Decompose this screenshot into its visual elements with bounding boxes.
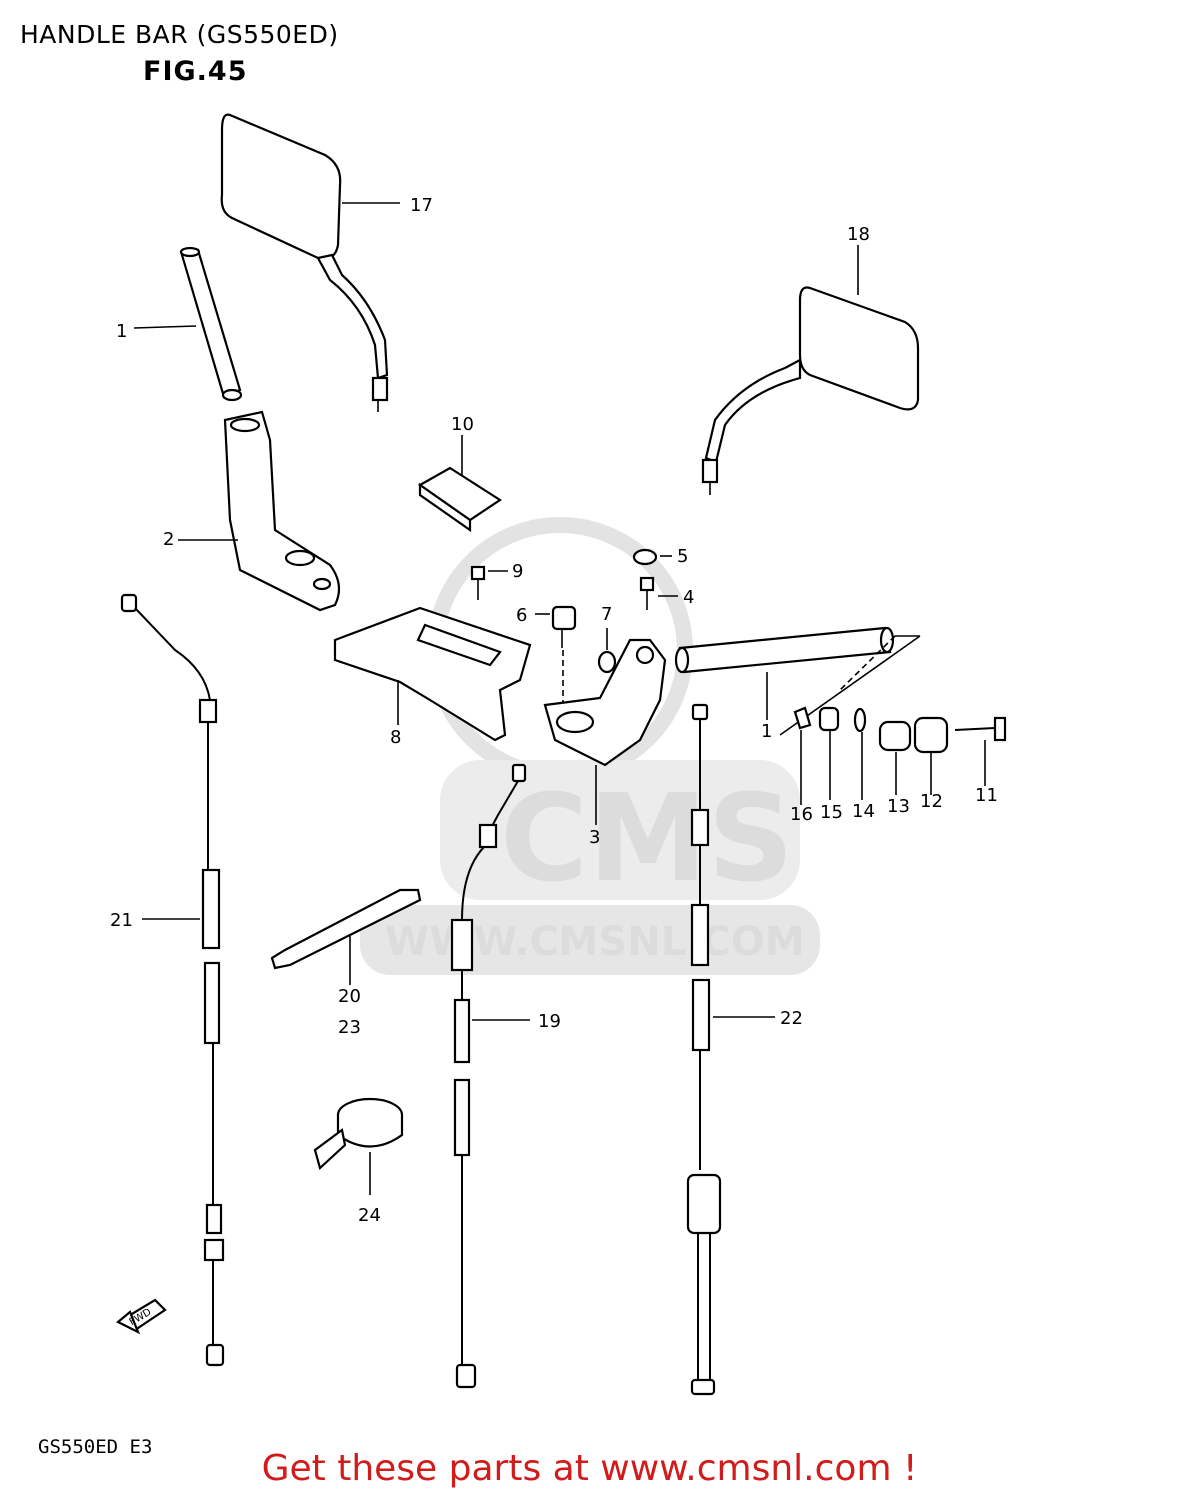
top-bracket	[333, 606, 532, 742]
mirror-left	[220, 113, 400, 412]
cms-watermark: CMS WWW.CMSNL.COM	[360, 517, 820, 975]
cable-22	[686, 703, 775, 1396]
label-part-22: 22	[780, 1008, 803, 1029]
strap	[270, 888, 422, 985]
bar-end-assembly	[793, 706, 1007, 805]
cable-19	[450, 763, 530, 1389]
label-part-6: 6	[516, 605, 527, 626]
label-part-1-right: 1	[761, 721, 772, 742]
label-part-11: 11	[975, 785, 998, 806]
label-part-17: 17	[410, 195, 433, 216]
label-part-8: 8	[390, 727, 401, 748]
label-part-18: 18	[847, 224, 870, 245]
footer-link[interactable]: Get these parts at www.cmsnl.com !	[261, 1448, 918, 1489]
watermark-url: WWW.CMSNL.COM	[385, 919, 805, 965]
model-code: GS550ED E3	[38, 1436, 153, 1458]
label-part-24: 24	[358, 1205, 381, 1226]
label-part-2: 2	[163, 529, 174, 550]
label-part-1-left: 1	[116, 321, 127, 342]
label-part-19: 19	[538, 1011, 561, 1032]
handlebar-riser	[178, 410, 341, 612]
label-part-9: 9	[512, 561, 523, 582]
label-part-14: 14	[852, 801, 875, 822]
emblem	[417, 435, 503, 533]
label-part-3: 3	[589, 827, 600, 848]
figure-number: FIG.45	[143, 56, 248, 87]
small-hardware	[470, 548, 678, 712]
label-part-5: 5	[677, 546, 688, 567]
clamp-bracket	[543, 638, 667, 825]
label-part-15: 15	[820, 802, 843, 823]
label-part-21: 21	[110, 910, 133, 931]
cable-21	[120, 593, 225, 1367]
part-labels: 17 18 1 10 2 5 9 4 6 7 8 1 11 12 13 14 1…	[110, 195, 998, 1226]
label-part-23: 23	[338, 1017, 361, 1038]
label-part-7: 7	[601, 604, 612, 625]
label-part-12: 12	[920, 791, 943, 812]
label-part-16: 16	[790, 804, 813, 825]
handlebar-left	[133, 246, 243, 402]
adjuster	[313, 1097, 404, 1195]
label-part-20: 20	[338, 986, 361, 1007]
watermark-logo: CMS	[500, 770, 794, 909]
label-part-13: 13	[887, 796, 910, 817]
fwd-arrow: FWD	[116, 1298, 167, 1335]
label-part-4: 4	[683, 587, 694, 608]
page-title: HANDLE BAR (GS550ED)	[20, 20, 339, 49]
mirror-right	[701, 245, 920, 495]
label-part-10: 10	[451, 414, 474, 435]
